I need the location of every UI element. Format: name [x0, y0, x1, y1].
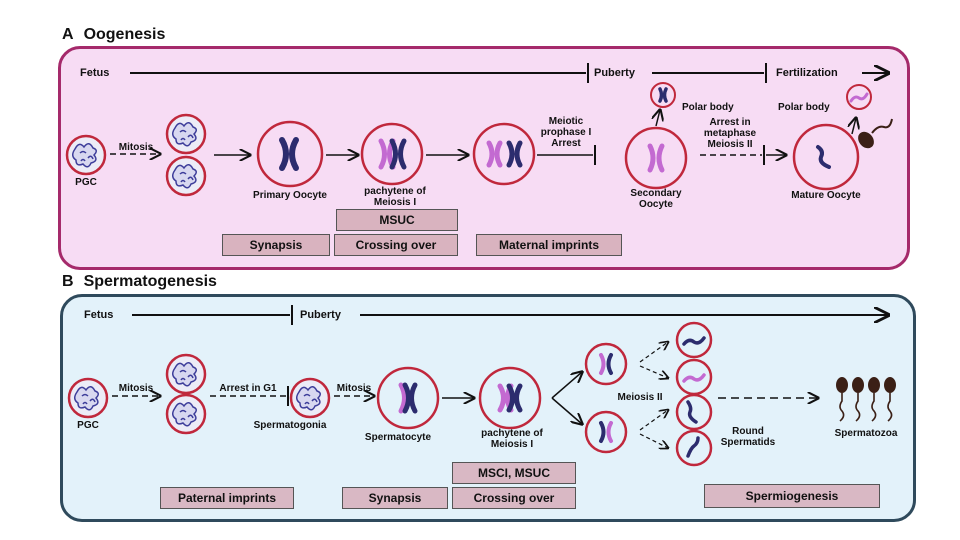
mature-oocyte-cell [792, 123, 860, 191]
pachytene-label-b-line1: pachytene of [481, 428, 543, 439]
secondary-spermatocyte-top [584, 342, 628, 386]
maternal-imprints-box: Maternal imprints [476, 234, 622, 256]
msuc-box: MSUC [336, 209, 458, 231]
arrest-label-line2: metaphase [703, 128, 757, 139]
timeline-puberty-b: Puberty [300, 309, 341, 321]
pgc-cell-b [67, 377, 109, 419]
spermatogonia-cell [289, 377, 331, 419]
spermatocyte-label: Spermatocyte [364, 432, 432, 443]
oogonium-cell-top [165, 113, 207, 155]
synapsis-box-b: Synapsis [342, 487, 448, 509]
secondary-oocyte-label-line2: Oocyte [639, 199, 673, 210]
arrest-label-line3: Meiosis II [707, 139, 753, 150]
spermatozoa-label: Spermatozoa [834, 428, 898, 439]
sperm-icon [858, 118, 893, 149]
mitosis-label-b1: Mitosis [118, 383, 154, 394]
spermiogenesis-box: Spermiogenesis [704, 484, 880, 508]
secondary-oocyte-cell [624, 126, 688, 190]
spermatogonium-cell-top [165, 353, 207, 395]
msci-msuc-box: MSCI, MSUC [452, 462, 576, 484]
round-spermatids-label-line1: Round [732, 426, 764, 437]
polar-body-label-1: Polar body [682, 102, 734, 113]
meiotic-oocyte-cell [472, 122, 536, 186]
polar-body-label-2: Polar body [778, 102, 830, 113]
pachytene-label-a-line2: Meiosis I [373, 197, 417, 208]
spermatogonium-cell-bottom [165, 393, 207, 435]
spermatid-3 [675, 393, 713, 431]
meiotic-label-line3: Arrest [551, 138, 581, 149]
arrest-g1-label: Arrest in G1 [219, 383, 277, 394]
timeline-fetus-a: Fetus [80, 67, 110, 79]
pgc-label-b: PGC [77, 420, 99, 431]
synapsis-box-a: Synapsis [222, 234, 330, 256]
crossing-over-box-b: Crossing over [452, 487, 576, 509]
arrest-label-line1: Arrest in [709, 117, 751, 128]
timeline-fetus-b: Fetus [84, 309, 114, 321]
round-spermatids-label-line2: Spermatids [720, 437, 776, 448]
pgc-cell-a [65, 134, 107, 176]
mitosis-label-a: Mitosis [118, 142, 154, 153]
paternal-imprints-box: Paternal imprints [160, 487, 294, 509]
secondary-oocyte-label-line1: Secondary [630, 188, 682, 199]
oogonium-cell-bottom [165, 155, 207, 197]
primary-oocyte-label: Primary Oocyte [253, 190, 327, 201]
secondary-spermatocyte-bottom [584, 410, 628, 454]
pachytene-label-b-line2: Meiosis I [490, 439, 534, 450]
meiotic-label-line2: prophase I [540, 127, 592, 138]
timeline-puberty-a: Puberty [594, 67, 635, 79]
spermatozoa-icon [836, 377, 896, 422]
timeline-fertilization: Fertilization [776, 67, 838, 79]
meiotic-label-line1: Meiotic [548, 116, 584, 127]
pachytene-label-a-line1: pachytene of [364, 186, 426, 197]
pgc-label-a: PGC [75, 177, 97, 188]
mature-oocyte-label: Mature Oocyte [791, 190, 861, 201]
spermatogonia-label: Spermatogonia [253, 420, 327, 431]
meiosis-ii-label: Meiosis II [617, 392, 663, 403]
mitosis-label-b2: Mitosis [336, 383, 372, 394]
crossing-over-box-a: Crossing over [334, 234, 458, 256]
